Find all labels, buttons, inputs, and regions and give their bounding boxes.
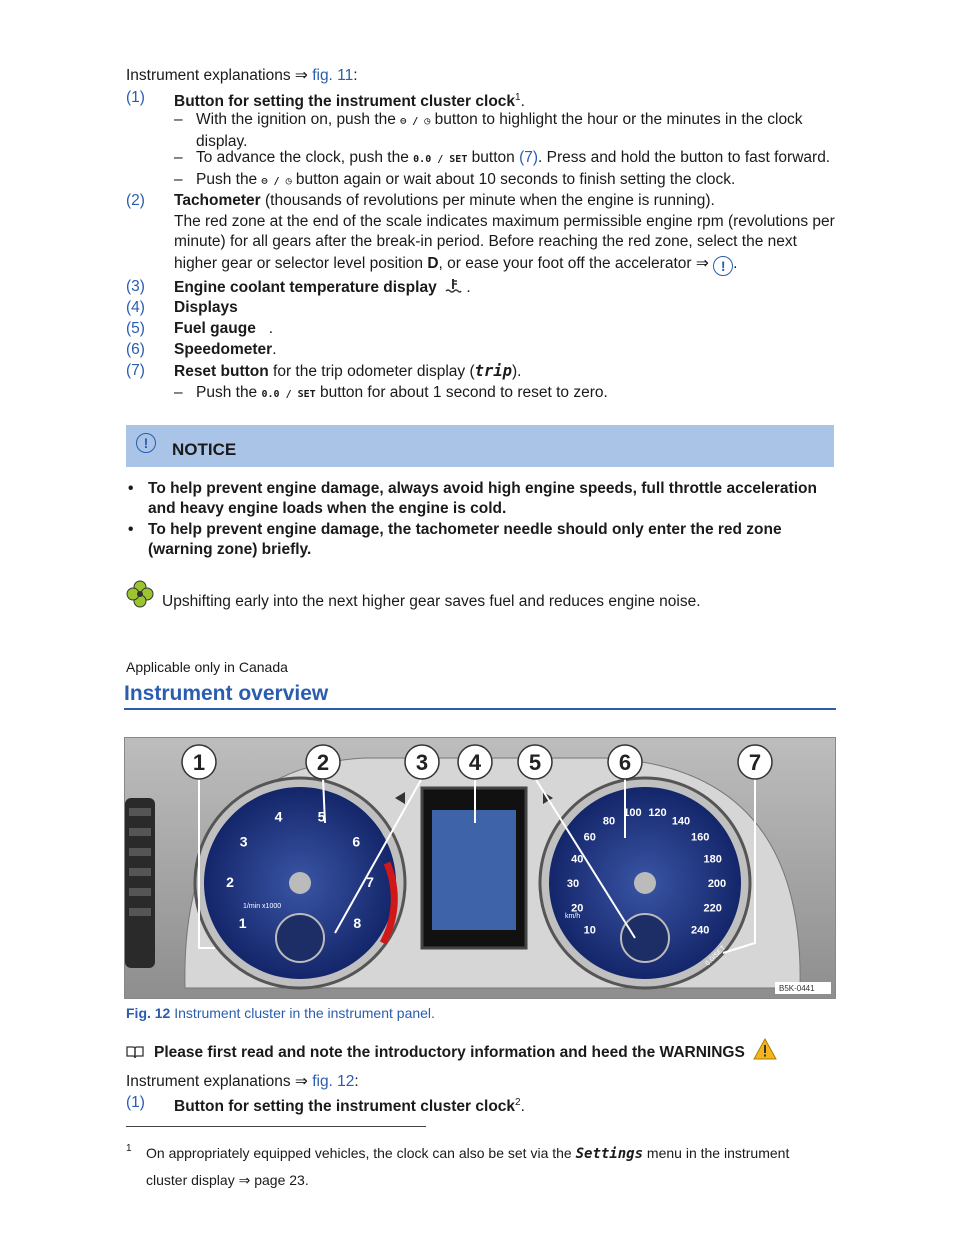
- speed-tick-label: 200: [708, 878, 726, 890]
- speed-unit-label: km/h: [565, 913, 580, 920]
- speed-tick-label: 10: [584, 924, 596, 936]
- speed-tick-label: 220: [704, 903, 722, 915]
- center-display: [395, 786, 553, 950]
- footnote-ref[interactable]: 1: [515, 92, 521, 103]
- section-heading: Instrument overview: [124, 682, 329, 705]
- tacho-tick-label: 8: [353, 915, 361, 931]
- speed-tick-label: 100: [623, 807, 641, 819]
- tacho-tick-label: 2: [226, 874, 234, 890]
- warning-link-icon[interactable]: !: [713, 256, 734, 276]
- footnote: 1 On appropriately equipped vehicles, th…: [126, 1143, 790, 1188]
- clock-button-symbol: ⊖ / ◷: [400, 116, 431, 127]
- notice-bullet: •To help prevent engine damage, the tach…: [128, 521, 782, 558]
- callout-circle: [737, 744, 773, 780]
- tacho-unit-label: 1/min x1000: [243, 903, 281, 910]
- callout-number: 7: [749, 750, 761, 775]
- intro-line: Instrument explanations ⇒ fig. 12:: [126, 1073, 359, 1090]
- tacho-tick-label: 3: [240, 833, 248, 849]
- speedometer-gauge: [538, 776, 752, 990]
- tachometer-paragraph-cont: higher gear or selector level position D…: [174, 255, 738, 276]
- figure-code: B5K-0441: [779, 984, 815, 993]
- speed-tick-label: 60: [584, 832, 596, 844]
- tachometer-gauge: [193, 776, 407, 990]
- speed-tick-label: 80: [603, 816, 615, 828]
- fig-link[interactable]: fig. 12: [312, 1073, 355, 1090]
- air-vent: [125, 798, 155, 968]
- tacho-tick-label: 1: [239, 915, 247, 931]
- eco-tip-text: Upshifting early into the next higher ge…: [162, 593, 701, 610]
- book-icon: [126, 1046, 144, 1059]
- set-button-symbol: 0.0 / SET: [413, 154, 468, 165]
- read-first-note: Please first read and note the introduct…: [126, 1037, 777, 1064]
- set-button-symbol: 0.0 / SET: [261, 389, 316, 400]
- speed-tick-label: 20: [571, 903, 583, 915]
- callout-number: 2: [317, 750, 329, 775]
- clock-button-symbol: ⊖ / ◷: [261, 176, 292, 187]
- exclamation-icon: !: [136, 433, 156, 453]
- callout-number: 6: [619, 750, 631, 775]
- callout-circle: [607, 744, 643, 780]
- warning-triangle-icon[interactable]: [753, 1037, 777, 1060]
- callout-circle: [181, 744, 217, 780]
- tacho-tick-label: 5: [318, 808, 326, 824]
- item-link[interactable]: (7): [519, 149, 539, 166]
- speed-tick-label: 180: [704, 853, 722, 865]
- callout-circle: [517, 744, 553, 780]
- tacho-tick-label: 4: [275, 808, 283, 824]
- callout-number: 4: [469, 750, 482, 775]
- applicability-note: Applicable only in Canada: [126, 659, 288, 675]
- callout-circle: [457, 744, 493, 780]
- speed-tick-label: 120: [648, 807, 666, 819]
- footnote-ref[interactable]: 2: [515, 1097, 521, 1108]
- callout-number: 1: [193, 750, 205, 775]
- eco-tip-icon: [126, 580, 154, 608]
- intro-line: Instrument explanations ⇒ fig. 11:: [126, 67, 358, 84]
- notice-box: ! NOTICE: [126, 425, 834, 467]
- tachometer-paragraph: The red zone at the end of the scale ind…: [174, 213, 835, 250]
- callout-number: 3: [416, 750, 428, 775]
- heading-rule: [124, 708, 836, 710]
- speed-tick-label: 30: [567, 878, 579, 890]
- fig-link[interactable]: fig. 11: [312, 67, 354, 84]
- notice-title: NOTICE: [172, 440, 237, 459]
- notice-bullet: •To help prevent engine damage, always a…: [128, 480, 817, 517]
- speed-tick-label: 40: [571, 853, 583, 865]
- callout-circle: [305, 744, 341, 780]
- footnote-rule: [126, 1126, 426, 1127]
- callout-leaders: [198, 777, 756, 954]
- tacho-tick-label: 7: [366, 874, 374, 890]
- callout-circle: [404, 744, 440, 780]
- tacho-tick-label: 6: [352, 833, 360, 849]
- callout-number: 5: [529, 750, 541, 775]
- figure-caption: Fig. 12 Instrument cluster in the instru…: [126, 1005, 435, 1021]
- speed-tick-label: 240: [691, 924, 709, 936]
- coolant-temperature-icon: [445, 279, 462, 293]
- speed-tick-label: 140: [672, 816, 690, 828]
- speed-tick-label: 160: [691, 832, 709, 844]
